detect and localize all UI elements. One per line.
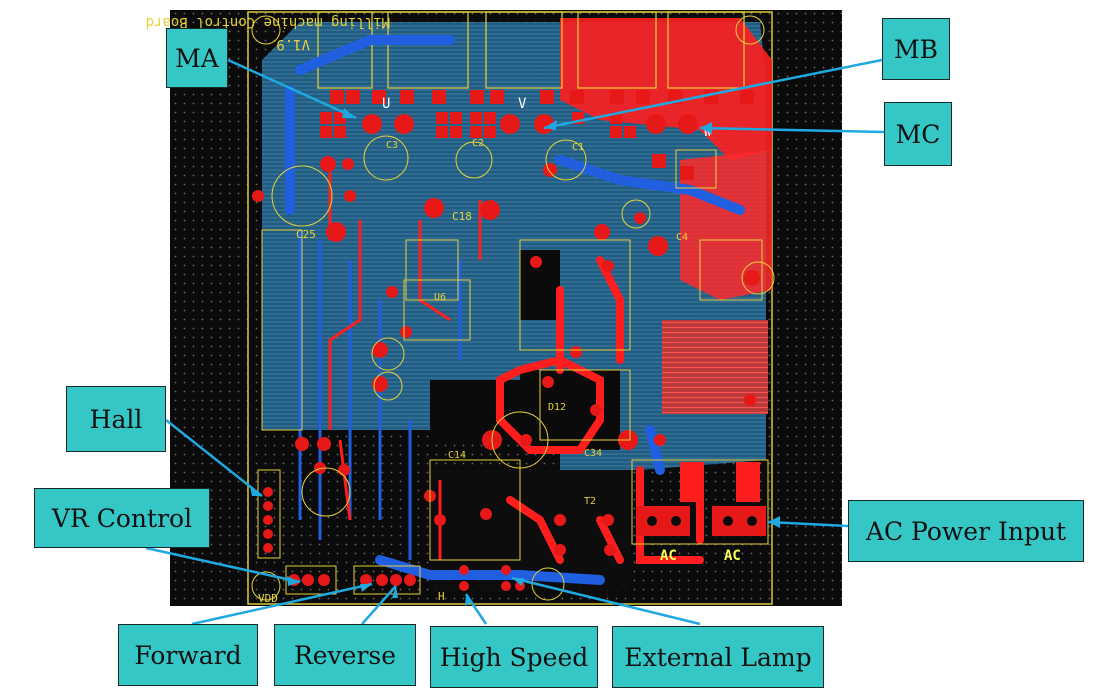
- callout-hall: Hall: [66, 386, 166, 452]
- silk-d12: D12: [548, 402, 566, 413]
- callout-external-lamp: External Lamp: [612, 626, 824, 688]
- callout-vr-control: VR Control: [34, 488, 210, 548]
- void-4: [520, 370, 620, 450]
- callout-reverse: Reverse: [274, 624, 416, 686]
- silk-c2: C2: [472, 138, 484, 149]
- callout-mc: MC: [884, 102, 952, 166]
- silk-h: H: [438, 590, 445, 603]
- phase-label-u: U: [382, 96, 390, 112]
- silk-c34: C34: [584, 448, 602, 459]
- bottom-copper-plane: [262, 22, 766, 470]
- callout-forward: Forward: [118, 624, 258, 686]
- callout-mb: MB: [882, 18, 950, 80]
- bottom-thin-traces: [298, 230, 462, 560]
- phase-label-w: W: [704, 125, 712, 139]
- silk-vdd: VDD: [258, 592, 278, 605]
- silk-c4: C4: [676, 232, 688, 243]
- callout-ma: MA: [166, 28, 228, 88]
- silk-c18: C18: [452, 210, 472, 223]
- board-version: V1.9: [276, 36, 310, 52]
- callout-ac-power-input: AC Power Input: [848, 500, 1084, 562]
- phase-label-v: V: [518, 96, 527, 112]
- silk-c3: C3: [386, 140, 398, 151]
- silk-c1: C1: [572, 142, 584, 153]
- ac-terminals: [636, 462, 766, 536]
- silk-u6: U6: [434, 292, 446, 303]
- silk-c25: C25: [296, 228, 316, 241]
- silk-c14: C14: [448, 450, 466, 461]
- callout-high-speed: High Speed: [430, 626, 598, 688]
- board-title: Milling machine Control Board: [146, 14, 390, 30]
- ac-label-2: AC: [724, 548, 741, 564]
- ac-label-1: AC: [660, 548, 677, 564]
- silk-t2: T2: [584, 496, 596, 507]
